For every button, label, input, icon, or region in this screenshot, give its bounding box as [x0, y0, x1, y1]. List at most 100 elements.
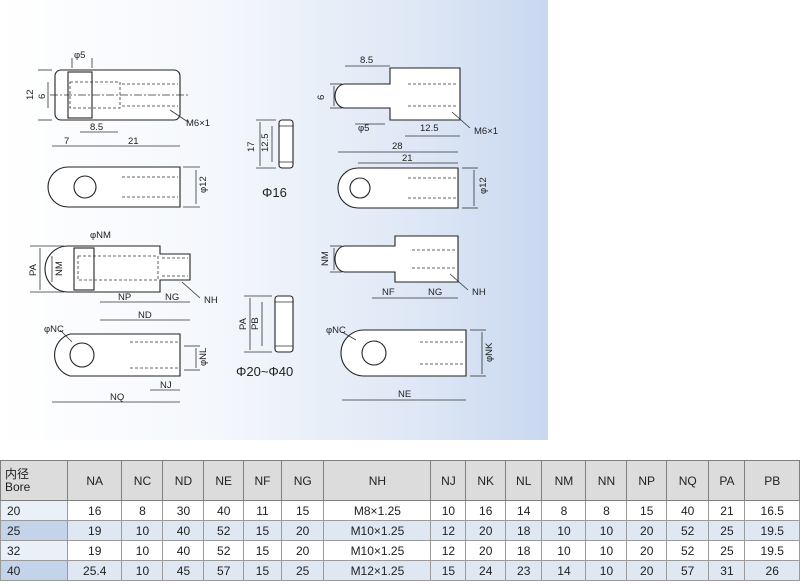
header-bore-en: Bore	[5, 479, 31, 494]
table-cell: 25	[280, 560, 325, 581]
table-cell: 16	[465, 500, 506, 521]
table-cell: 21	[708, 500, 746, 521]
dim-nf: NF	[382, 287, 395, 298]
table-cell: 25	[708, 520, 746, 541]
table-cell: 20	[465, 520, 506, 541]
table-cell: 19	[66, 540, 123, 561]
dim-pa-b: PA	[238, 317, 249, 330]
dim-phi-nc-a: φNC	[44, 324, 64, 335]
table-cell: 16.5	[744, 500, 800, 521]
dim-17: 17	[246, 141, 257, 152]
table-cell: 14	[504, 500, 543, 521]
pin-large	[244, 295, 294, 353]
table-row: 32 19 10 40 52 15 20 M10×1.25 12 20 18 1…	[0, 540, 800, 561]
table-cell: 15	[242, 520, 282, 541]
pin-small-caption: Φ16	[262, 185, 287, 200]
table-cell: 23	[504, 560, 543, 581]
table-cell: 26	[744, 560, 800, 581]
table-cell: 10	[121, 520, 164, 541]
clevis-top-view-small	[38, 58, 190, 147]
table-cell: 52	[203, 520, 244, 541]
table-cell: 30	[162, 500, 205, 521]
table-cell: 45	[162, 560, 205, 581]
table-cell: 10	[121, 540, 164, 561]
dim-21-b: 21	[402, 153, 413, 164]
table-cell: 10	[430, 500, 467, 521]
dim-nd: ND	[138, 310, 152, 321]
column-header: PB	[744, 460, 800, 501]
dim-ng-b: NG	[428, 287, 442, 298]
table-cell: 15	[242, 560, 282, 581]
cell-bore: 25	[0, 520, 68, 541]
table-row: 40 25.4 10 45 57 15 25 M12×1.25 15 24 23…	[0, 560, 800, 581]
table-cell: 10	[541, 520, 587, 541]
dim-phi-nl: φNL	[198, 348, 209, 366]
table-cell: 52	[665, 520, 710, 541]
dim-phi-nc-b: φNC	[326, 325, 346, 336]
table-cell: 10	[585, 540, 628, 561]
table-header-row: 内径 Bore NA NC ND NE NF NG NH NJ NK NL NM…	[0, 460, 800, 501]
table-cell: 25.4	[66, 560, 123, 581]
table-cell: 8	[541, 500, 587, 521]
table-cell: 20	[465, 540, 506, 561]
column-header: NH	[323, 460, 432, 501]
table-cell: 40	[162, 540, 205, 561]
rod-end-top-view-small	[337, 151, 478, 209]
table-cell: 40	[162, 520, 205, 541]
cell-bore: 32	[0, 540, 68, 561]
dim-m6-b: M6×1	[474, 126, 498, 137]
column-header: PA	[708, 460, 746, 501]
dim-nh-b: NH	[472, 287, 486, 298]
dim-6-b: 6	[316, 95, 327, 100]
column-header: NP	[626, 460, 667, 501]
table-cell: 20	[626, 560, 667, 581]
table-cell: 19	[66, 520, 123, 541]
dim-8_5-b: 8.5	[360, 55, 373, 66]
rod-end-side-view-large	[330, 235, 469, 299]
table-cell: 10	[541, 540, 587, 561]
table-cell: 15	[280, 500, 325, 521]
spec-table: 内径 Bore NA NC ND NE NF NG NH NJ NK NL NM…	[0, 460, 800, 581]
table-cell: 25	[708, 540, 746, 561]
table-cell: 10	[121, 560, 164, 581]
dim-12_5: 12.5	[260, 134, 271, 153]
table-cell: 19.5	[744, 540, 800, 561]
rod-end-top-view-large	[340, 329, 486, 401]
dim-12_5-b: 12.5	[420, 123, 439, 134]
dim-phi12-b: φ12	[478, 177, 489, 194]
column-header: NF	[242, 460, 282, 501]
table-cell: 20	[626, 520, 667, 541]
cell-bore: 20	[0, 500, 68, 521]
dim-nq: NQ	[110, 392, 124, 403]
column-header: NK	[465, 460, 506, 501]
dim-ng-a: NG	[165, 292, 179, 303]
dim-pa-a: PA	[28, 263, 39, 276]
column-header: NC	[121, 460, 164, 501]
dim-12-a: 12	[25, 89, 36, 100]
table-cell: 8	[121, 500, 164, 521]
dim-np: NP	[118, 292, 131, 303]
table-cell: 20	[280, 520, 325, 541]
column-header: NJ	[430, 460, 467, 501]
dim-phi-nk: φNK	[484, 342, 495, 362]
table-cell: 10	[585, 560, 628, 581]
table-cell: 52	[203, 540, 244, 561]
table-cell: 52	[665, 540, 710, 561]
dim-phi5-a: φ5	[74, 50, 85, 61]
table-row: 20 16 8 30 40 11 15 M8×1.25 10 16 14 8 8…	[0, 500, 800, 521]
dim-phi-nm: φNM	[90, 230, 111, 241]
clevis-top-view-large	[30, 245, 201, 321]
table-cell: 16	[66, 500, 123, 521]
header-bore-cn: 内径	[5, 466, 30, 481]
table-cell: M8×1.25	[323, 500, 432, 521]
table-cell: 18	[504, 520, 543, 541]
pin-large-caption: Φ20~Φ40	[236, 364, 293, 379]
column-header: NL	[504, 460, 543, 501]
table-cell: 15	[430, 560, 467, 581]
column-header: NE	[203, 460, 244, 501]
header-bore: 内径 Bore	[0, 460, 68, 501]
dim-6-a: 6	[37, 94, 48, 99]
table-cell: 57	[665, 560, 710, 581]
table-cell: M10×1.25	[323, 540, 432, 561]
clevis-side-view-small	[47, 166, 200, 208]
